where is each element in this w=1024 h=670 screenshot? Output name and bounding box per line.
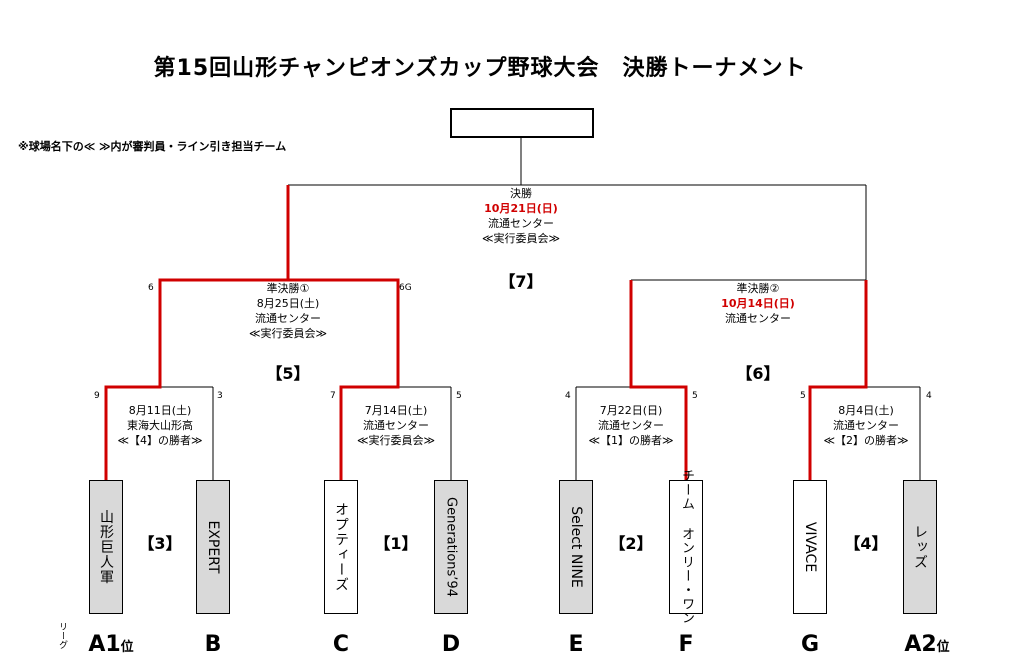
match4-game-number: 【4】 bbox=[844, 534, 888, 553]
match3-venue: 東海大山形高 bbox=[127, 419, 193, 432]
league-label: リーグ bbox=[57, 622, 67, 649]
final-name: 決勝 bbox=[510, 187, 532, 200]
match2-date: 7月22日(日) bbox=[599, 404, 663, 417]
seed-a2: A2位 bbox=[904, 632, 949, 657]
seed-suffix: 位 bbox=[936, 640, 950, 655]
semi2-game-number: 【6】 bbox=[736, 364, 780, 383]
seed-letter: D bbox=[441, 632, 461, 657]
match3-crew: ≪【4】の勝者≫ bbox=[117, 434, 203, 447]
match1-score-left: 7 bbox=[330, 391, 336, 401]
seed-e: E bbox=[568, 632, 583, 657]
team-name: EXPERT bbox=[205, 520, 221, 574]
match3-info: 8月11日(土) 東海大山形高 ≪【4】の勝者≫ bbox=[117, 403, 202, 448]
team-name: レッズ bbox=[912, 524, 928, 570]
match1-venue: 流通センター bbox=[363, 419, 429, 432]
match3-game-number: 【3】 bbox=[138, 534, 182, 553]
semi1-info: 準決勝① 8月25日(土) 流通センター ≪実行委員会≫ bbox=[249, 281, 327, 341]
team-box-d: Generations’94 bbox=[434, 480, 468, 614]
team-box-c: オプティーズ bbox=[324, 480, 358, 614]
umpire-note: ※球場名下の≪ ≫内が審判員・ライン引き担当チーム bbox=[18, 140, 287, 153]
semi2-name: 準決勝② bbox=[736, 282, 780, 295]
match3-date: 8月11日(土) bbox=[128, 404, 192, 417]
match4-venue: 流通センター bbox=[833, 419, 899, 432]
final-date: 10月21日(日) bbox=[484, 202, 558, 215]
match1-crew: ≪実行委員会≫ bbox=[356, 434, 436, 447]
match2-score-left: 4 bbox=[565, 391, 571, 401]
semi1-score-right: 6G bbox=[399, 283, 412, 293]
seed-f: F bbox=[678, 632, 693, 657]
match1-info: 7月14日(土) 流通センター ≪実行委員会≫ bbox=[357, 403, 435, 448]
semi1-crew: ≪実行委員会≫ bbox=[248, 327, 328, 340]
team-name: Select NINE bbox=[568, 506, 584, 588]
match4-info: 8月4日(土) 流通センター ≪【2】の勝者≫ bbox=[823, 403, 908, 448]
final-game-number: 【7】 bbox=[499, 272, 543, 291]
seed-letter: F bbox=[678, 632, 694, 657]
seed-a1: A1位 bbox=[88, 632, 133, 657]
match2-game-number: 【2】 bbox=[609, 534, 653, 553]
team-box-a1: 山形巨人軍 bbox=[89, 480, 123, 614]
seed-g: G bbox=[801, 632, 819, 657]
team-box-f: チーム オンリー・ワン bbox=[669, 469, 703, 625]
match2-score-right: 5 bbox=[692, 391, 698, 401]
team-box-a2: レッズ bbox=[903, 480, 937, 614]
seed-letter: A1 bbox=[88, 632, 121, 657]
seed-suffix: 位 bbox=[120, 640, 134, 655]
seed-letter: C bbox=[332, 632, 350, 657]
final-info: 決勝 10月21日(日) 流通センター ≪実行委員会≫ bbox=[482, 186, 560, 246]
match4-score-left: 5 bbox=[800, 391, 806, 401]
team-box-e: Select NINE bbox=[559, 480, 593, 614]
match4-crew: ≪【2】の勝者≫ bbox=[823, 434, 909, 447]
semi2-date: 10月14日(日) bbox=[721, 297, 795, 310]
team-box-b: EXPERT bbox=[196, 480, 230, 614]
match2-crew: ≪【1】の勝者≫ bbox=[588, 434, 674, 447]
champion-box bbox=[450, 108, 594, 138]
match2-info: 7月22日(日) 流通センター ≪【1】の勝者≫ bbox=[588, 403, 673, 448]
semi1-date: 8月25日(土) bbox=[256, 297, 320, 310]
team-name: オプティーズ bbox=[333, 502, 349, 592]
seed-b: B bbox=[205, 632, 222, 657]
team-name: Generations’94 bbox=[443, 497, 459, 597]
seed-letter: E bbox=[568, 632, 584, 657]
match4-date: 8月4日(土) bbox=[838, 404, 894, 417]
match3-score-left: 9 bbox=[94, 391, 100, 401]
team-name: 山形巨人軍 bbox=[98, 509, 114, 585]
semi2-info: 準決勝② 10月14日(日) 流通センター bbox=[721, 281, 795, 326]
semi1-score-left: 6 bbox=[148, 283, 154, 293]
team-name: VIVACE bbox=[802, 521, 818, 573]
match2-venue: 流通センター bbox=[598, 419, 664, 432]
semi1-game-number: 【5】 bbox=[266, 364, 310, 383]
seed-d: D bbox=[442, 632, 460, 657]
seed-letter: A2 bbox=[904, 632, 937, 657]
semi2-venue: 流通センター bbox=[724, 312, 791, 325]
seed-letter: G bbox=[800, 632, 820, 657]
match1-game-number: 【1】 bbox=[374, 534, 418, 553]
seed-c: C bbox=[333, 632, 349, 657]
match4-score-right: 4 bbox=[926, 391, 932, 401]
page-title: 第15回山形チャンピオンズカップ野球大会 決勝トーナメント bbox=[153, 56, 807, 81]
final-crew: ≪実行委員会≫ bbox=[481, 232, 561, 245]
match3-score-right: 3 bbox=[217, 391, 223, 401]
final-venue: 流通センター bbox=[488, 217, 554, 230]
match1-score-right: 5 bbox=[456, 391, 462, 401]
seed-letter: B bbox=[204, 632, 222, 657]
team-name: チーム オンリー・ワン bbox=[679, 469, 694, 625]
team-box-g: VIVACE bbox=[793, 480, 827, 614]
semi1-name: 準決勝① bbox=[266, 282, 310, 295]
match1-date: 7月14日(土) bbox=[364, 404, 428, 417]
semi1-venue: 流通センター bbox=[255, 312, 321, 325]
